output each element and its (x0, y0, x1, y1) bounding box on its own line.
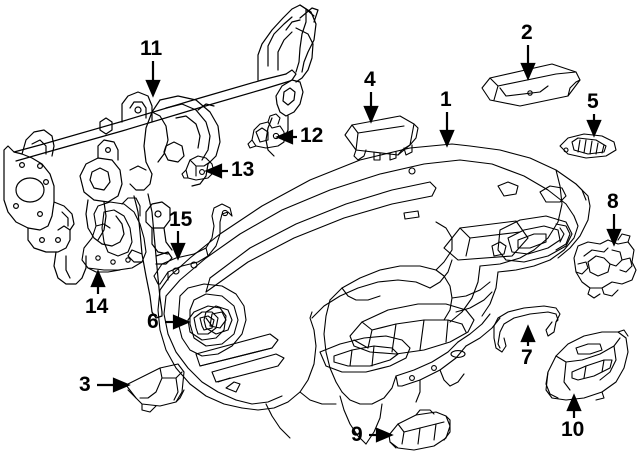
part-9-lower-vent-duct (388, 409, 451, 451)
part-6-small-switch-bezel (187, 305, 227, 341)
callout-label-6[interactable]: 6 (147, 310, 159, 333)
callout-label-1[interactable]: 1 (440, 88, 452, 111)
callout-label-3[interactable]: 3 (79, 373, 91, 396)
part-1-instrument-panel-main-assembly (157, 143, 591, 445)
callout-label-9[interactable]: 9 (351, 423, 363, 446)
part-8-right-side-end-bracket (573, 233, 637, 299)
callout-label-4[interactable]: 4 (364, 68, 376, 91)
part-4-speaker-grille-cover (344, 115, 419, 161)
part-12-small-mounting-bracket-upper (247, 113, 285, 149)
callout-label-13[interactable]: 13 (231, 158, 255, 181)
callout-label-7[interactable]: 7 (521, 346, 533, 369)
part-2-upper-trim-panel (481, 63, 581, 107)
callout-label-14[interactable]: 14 (85, 295, 109, 318)
callout-label-12[interactable]: 12 (300, 124, 324, 147)
callout-label-5[interactable]: 5 (587, 90, 599, 113)
callout-label-11[interactable]: 11 (140, 37, 163, 60)
part-3-lower-knee-bolster-cover (125, 363, 185, 413)
callout-label-15[interactable]: 15 (169, 208, 193, 231)
part-14-side-support-bracket (81, 197, 147, 273)
callout-label-10[interactable]: 10 (561, 418, 585, 441)
callout-label-8[interactable]: 8 (607, 190, 619, 213)
part-5-defroster-side-grille (559, 133, 617, 159)
callout-label-2[interactable]: 2 (521, 21, 533, 44)
part-7-u-shaped-bracket-trim (493, 305, 561, 353)
